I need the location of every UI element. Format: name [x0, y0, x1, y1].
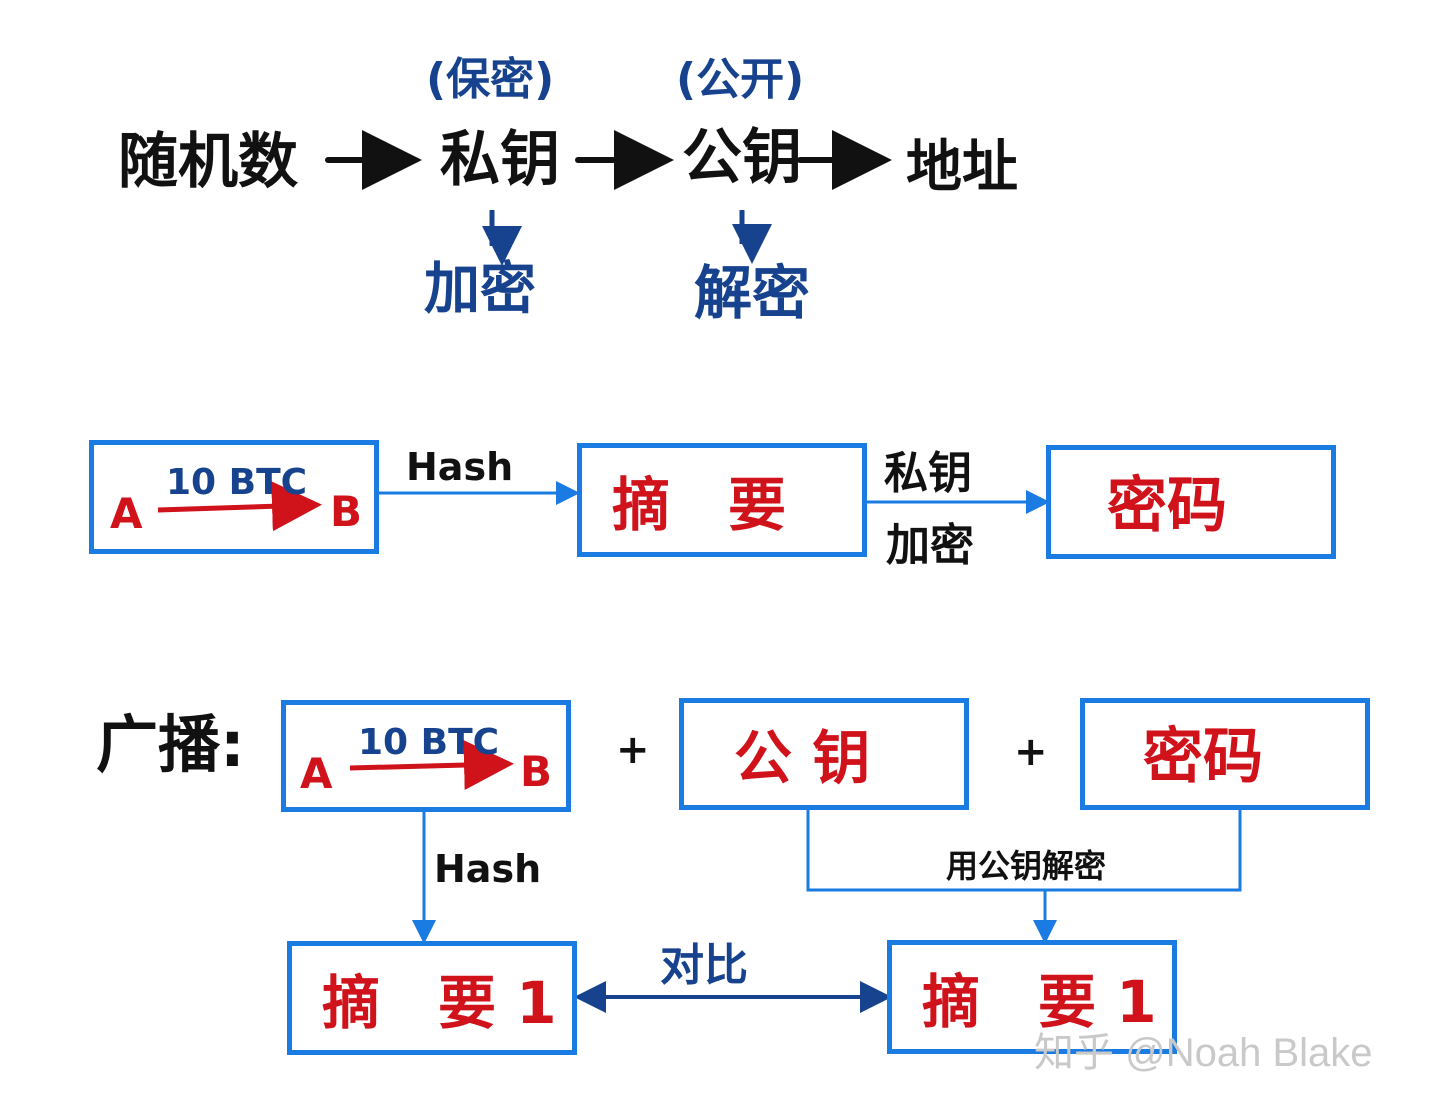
plus-sign-1: +	[616, 727, 650, 773]
random-number-label: 随机数	[118, 127, 298, 197]
signing-digest-box: 摘 要	[577, 443, 867, 557]
broadcast-public-key-label: 公 钥	[734, 724, 871, 792]
digest-right-box: 摘 要 1	[887, 940, 1177, 1054]
decrypt-bracket	[806, 808, 1242, 892]
private-key-label: 私钥	[440, 125, 560, 195]
broadcast-cipher-label: 密码	[1143, 722, 1263, 792]
public-key-label: 公钥	[682, 123, 802, 193]
tx-arrow-signing	[157, 481, 322, 532]
address-label: 地址	[906, 135, 1018, 200]
signing-edge-encrypt: 加密	[886, 520, 974, 571]
signing-cipher-box: 密码	[1046, 445, 1336, 559]
signing-digest-label: 摘 要	[612, 471, 787, 539]
signing-hash-label: Hash	[406, 445, 514, 489]
signing-cipher-label: 密码	[1107, 471, 1227, 541]
broadcast-tx-amount: 10 BTC	[358, 722, 500, 763]
broadcast-public-key-box: 公 钥	[679, 698, 969, 810]
tx-arrow-broadcast	[349, 740, 514, 791]
broadcast-tx-to: B	[520, 747, 553, 796]
broadcast-cipher-box: 密码	[1080, 698, 1370, 810]
private-note: (保密)	[426, 54, 555, 105]
signing-tx-to: B	[330, 487, 363, 536]
broadcast-tx-from: A	[300, 749, 333, 798]
digest-left-label: 摘 要 1	[322, 969, 557, 1037]
decrypt-label: 解密	[694, 259, 811, 327]
broadcast-tx-box: A 10 BTC B	[281, 700, 571, 812]
compare-label: 对比	[660, 940, 748, 991]
digest-right-label: 摘 要 1	[922, 968, 1157, 1036]
signing-tx-box: A 10 BTC B	[89, 440, 379, 554]
digest-left-box: 摘 要 1	[287, 941, 577, 1055]
watermark: 知乎 @Noah Blake	[1034, 1031, 1373, 1075]
public-note: (公开)	[676, 54, 805, 105]
decrypt-with-public-key-note: 用公钥解密	[946, 847, 1107, 885]
encrypt-label: 加密	[424, 257, 536, 322]
broadcast-hash-label: Hash	[434, 847, 542, 891]
broadcast-label: 广播:	[96, 708, 245, 781]
signing-tx-from: A	[110, 489, 143, 538]
plus-sign-2: +	[1014, 729, 1048, 775]
signing-tx-amount: 10 BTC	[166, 462, 308, 503]
signing-edge-private-key: 私钥	[884, 448, 972, 499]
